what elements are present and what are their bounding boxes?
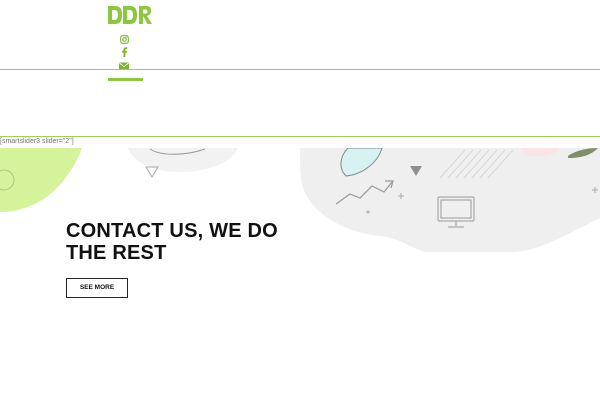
trend-arrow-icon <box>335 181 393 205</box>
hero-heading: CONTACT US, WE DO THE REST <box>66 220 278 264</box>
header-divider-top <box>0 69 600 70</box>
instagram-icon[interactable] <box>116 31 132 44</box>
monitor-icon <box>437 196 475 228</box>
ddr-logo[interactable] <box>107 5 153 25</box>
envelope-icon[interactable] <box>116 57 132 70</box>
grey-blob-shape <box>128 148 238 172</box>
slider-shortcode-text: [smartslider3 slider="2"] <box>0 138 74 145</box>
green-blob-shape <box>0 148 82 212</box>
hero-background-illustration <box>0 148 600 252</box>
hatch-pattern <box>439 149 514 179</box>
triangle-outline-shape <box>145 166 159 178</box>
leaf-shape <box>568 148 598 158</box>
nav-accent-bar <box>108 78 143 81</box>
cyan-leaf-shape <box>340 148 383 177</box>
facebook-icon[interactable] <box>116 44 132 57</box>
grey-triangle-shape <box>410 166 422 176</box>
site-header <box>0 0 600 70</box>
circle-outline-shape <box>0 169 15 191</box>
header-divider-bottom <box>0 136 600 137</box>
see-more-button[interactable]: SEE MORE <box>66 278 128 298</box>
